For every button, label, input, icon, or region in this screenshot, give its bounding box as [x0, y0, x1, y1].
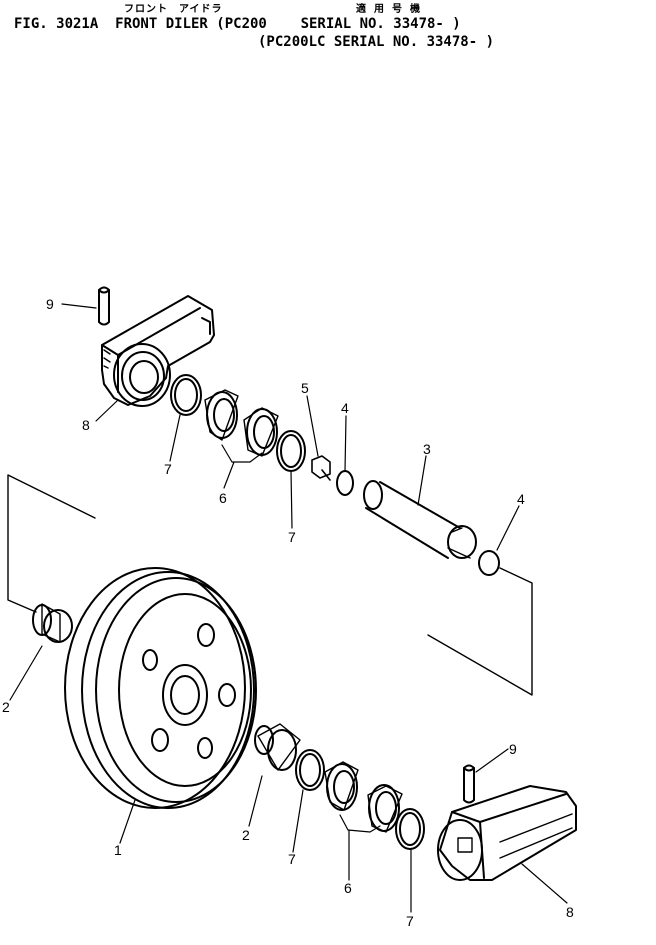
- bushing-2-left: [32, 603, 73, 643]
- pin-9-top: [98, 286, 110, 326]
- o-ring-top-left: [170, 374, 202, 416]
- callout-7-bottom-left: 7: [288, 851, 296, 867]
- o-ring-4-left: [336, 470, 354, 496]
- figure-title: FIG. 3021A FRONT DILER (PC200 SERIAL NO.…: [14, 16, 461, 32]
- support-bracket-top: [101, 295, 215, 407]
- callout-1: 1: [114, 842, 122, 858]
- callout-9-top: 9: [46, 296, 54, 312]
- pin-9-bottom: [463, 764, 475, 804]
- bracket-lines: [7, 474, 533, 696]
- callout-2-right: 2: [242, 827, 250, 843]
- callout-6-bottom: 6: [344, 880, 352, 896]
- callout-numbers: 9 8 7 6 7 5 4 3 4 2 1 2 7 6 7 9 8: [2, 296, 574, 929]
- leader-lines: [9, 303, 568, 913]
- floating-seal-pair-bottom: [324, 761, 403, 833]
- shaft-3: [363, 480, 477, 559]
- callout-7-top-left: 7: [164, 461, 172, 477]
- floating-seal-pair-top: [204, 389, 279, 463]
- idler-wheel-1: [64, 567, 257, 809]
- support-bracket-bottom: [437, 785, 577, 881]
- callout-3: 3: [423, 441, 431, 457]
- o-ring-top-right: [276, 430, 306, 472]
- o-ring-bottom-right: [395, 808, 425, 850]
- callout-6-top: 6: [219, 490, 227, 506]
- o-ring-bottom-left: [295, 749, 325, 791]
- callout-4-left: 4: [341, 400, 349, 416]
- figure-title-line2: (PC200LC SERIAL NO. 33478- ): [258, 34, 495, 50]
- header-kana-front-idler: フロント アイドラ: [124, 4, 223, 15]
- callout-9-bottom: 9: [509, 741, 517, 757]
- callout-8-top: 8: [82, 417, 90, 433]
- o-ring-4-right: [478, 550, 500, 576]
- bushing-2-right: [254, 723, 301, 771]
- header-kana-applicable: 適 用 号 機: [356, 4, 422, 15]
- plug-5: [311, 455, 331, 481]
- callout-5: 5: [301, 380, 309, 396]
- callout-7-top-right: 7: [288, 529, 296, 545]
- callout-2-left: 2: [2, 699, 10, 715]
- callout-8-bottom: 8: [566, 904, 574, 920]
- callout-4-right: 4: [517, 491, 525, 507]
- callout-7-bottom-right: 7: [406, 913, 414, 929]
